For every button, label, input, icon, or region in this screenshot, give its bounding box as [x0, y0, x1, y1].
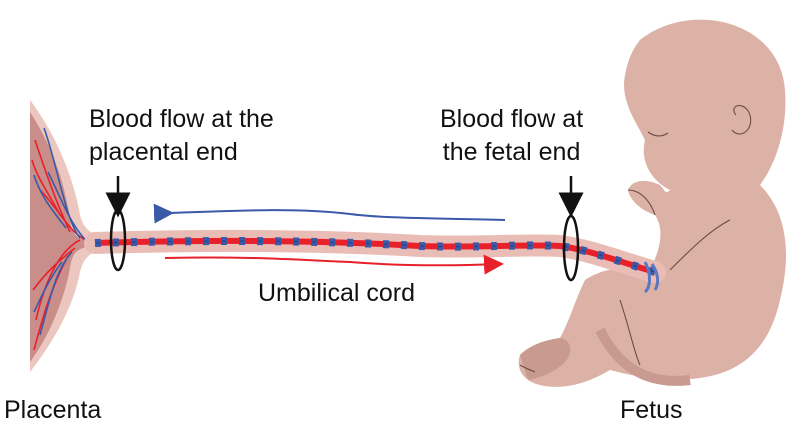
placental-end-label: Blood flow at the placental end — [89, 103, 274, 169]
fetal-end-label: Blood flow at the fetal end — [440, 103, 583, 169]
fetus-illustration — [518, 19, 786, 387]
arterial-flow-arrow — [164, 254, 504, 275]
fetus-label: Fetus — [620, 396, 683, 424]
placenta-illustration — [30, 100, 110, 372]
fetus-contour-lines — [519, 105, 752, 373]
umbilical-cord — [84, 230, 666, 294]
venous-return-arrow — [153, 203, 506, 224]
placenta-label: Placenta — [4, 396, 102, 424]
fetal-end-label-line2: the fetal end — [442, 138, 581, 166]
placental-end-label-line1: Blood flow at the — [89, 105, 274, 133]
umbilical-cord-label: Umbilical cord — [258, 279, 415, 307]
fetal-end-ring — [562, 214, 580, 282]
placental-end-ring — [109, 208, 127, 272]
fetal-end-label-line1: Blood flow at — [440, 105, 584, 133]
placental-end-label-line2: placental end — [89, 138, 238, 166]
placenta-vessels — [31, 127, 93, 351]
umbilical-vein-twists — [94, 237, 657, 276]
